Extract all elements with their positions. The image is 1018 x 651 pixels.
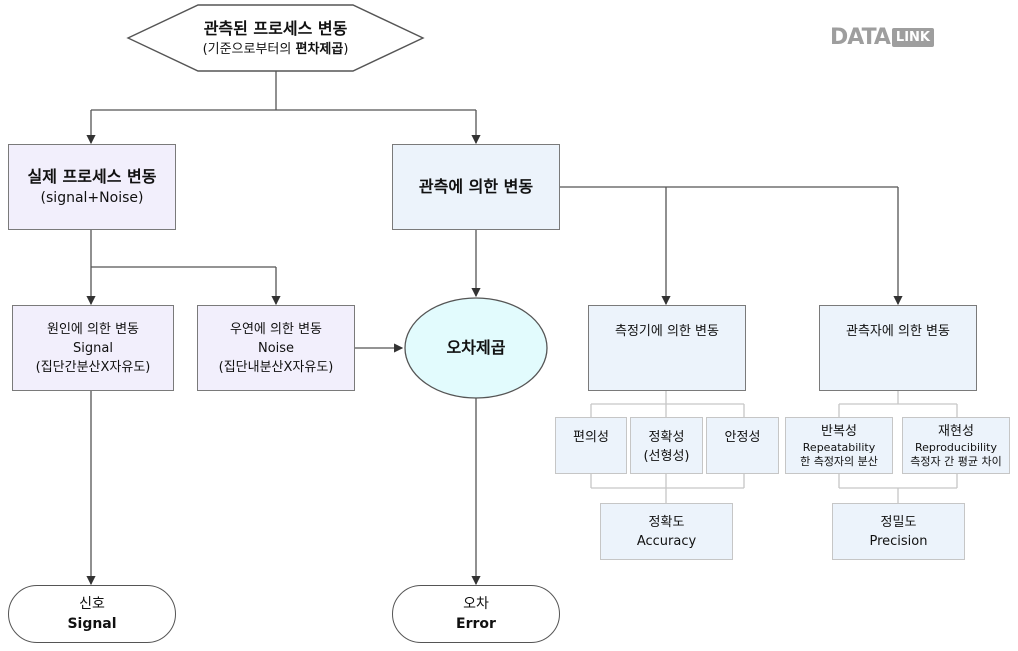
error-line2: Error xyxy=(456,616,496,632)
repeatability-line2: Repeatability xyxy=(802,441,876,454)
actual-subtitle: (signal+Noise) xyxy=(40,190,144,206)
chance-cause-node: 우연에 의한 변동 Noise (집단내분산X자유도) xyxy=(197,305,355,391)
chance-line2: Noise xyxy=(257,340,295,356)
linearity-line1: 정확성 xyxy=(648,430,685,445)
root-node: 관측된 프로세스 변동 (기준으로부터의 편차제곱) xyxy=(128,2,423,74)
stability-label: 안정성 xyxy=(724,430,761,445)
root-subtitle: (기준으로부터의 편차제곱) xyxy=(203,40,349,59)
accuracy-node: 정확도 Accuracy xyxy=(600,503,733,560)
reproducibility-line1: 재현성 xyxy=(938,424,974,439)
sse-label: 오차제곱 xyxy=(446,338,506,357)
observed-connectors xyxy=(471,186,903,586)
observed-title: 관측에 의한 변동 xyxy=(418,177,534,196)
actual-connectors xyxy=(86,229,404,586)
datalink-logo: DATA LINK xyxy=(830,25,934,50)
logo-badge: LINK xyxy=(891,28,934,47)
precision-line1: 정밀도 xyxy=(880,514,917,530)
root-subtitle-prefix: (기준으로부터의 xyxy=(202,41,296,57)
observation-variation-node: 관측에 의한 변동 xyxy=(392,144,560,230)
observer-title: 관측자에 의한 변동 xyxy=(846,324,950,339)
chance-line3: (집단내분산X자유도) xyxy=(218,359,334,375)
instrument-variation-node: 측정기에 의한 변동 xyxy=(588,305,746,391)
repeatability-line1: 반복성 xyxy=(821,424,857,439)
root-hexagon-shape xyxy=(126,4,425,72)
precision-line2: Precision xyxy=(869,533,928,549)
cause-line2: Signal xyxy=(73,340,113,356)
repeatability-node: 반복성 Repeatability 한 측정자의 분산 xyxy=(785,417,893,474)
sse-ellipse-shape xyxy=(404,297,548,399)
actual-title: 실제 프로세스 변동 xyxy=(27,167,157,186)
root-title: 관측된 프로세스 변동 xyxy=(203,18,348,38)
error-line1: 오차 xyxy=(463,596,489,612)
cause-line1: 원인에 의한 변동 xyxy=(47,321,139,337)
repeatability-line3: 한 측정자의 분산 xyxy=(800,455,878,468)
reproducibility-line2: Reproducibility xyxy=(915,441,997,454)
cause-line3: (집단간분산X자유도) xyxy=(35,359,151,375)
stability-node: 안정성 xyxy=(706,417,779,474)
reproducibility-node: 재현성 Reproducibility 측정자 간 평균 차이 xyxy=(902,417,1010,474)
linearity-node: 정확성 (선형성) xyxy=(630,417,703,474)
accuracy-line2: Accuracy xyxy=(636,533,697,549)
error-terminal-node: 오차 Error xyxy=(392,585,560,643)
logo-brand: DATA xyxy=(830,25,891,50)
instrument-subtree-connectors xyxy=(590,390,745,503)
accuracy-line1: 정확도 xyxy=(648,514,685,530)
chance-line1: 우연에 의한 변동 xyxy=(230,321,322,337)
signal-line1: 신호 xyxy=(79,596,105,612)
signal-line2: Signal xyxy=(67,616,117,632)
observer-subtree-connectors xyxy=(838,390,958,503)
bias-label: 편의성 xyxy=(573,430,609,445)
root-subtitle-suffix: ) xyxy=(343,41,349,57)
root-connectors xyxy=(86,71,481,145)
observer-variation-node: 관측자에 의한 변동 xyxy=(819,305,977,391)
root-subtitle-bold: 편차제곱 xyxy=(295,41,344,57)
bias-node: 편의성 xyxy=(555,417,627,474)
linearity-line2: (선형성) xyxy=(643,449,690,464)
precision-node: 정밀도 Precision xyxy=(832,503,965,560)
assignable-cause-node: 원인에 의한 변동 Signal (집단간분산X자유도) xyxy=(12,305,174,391)
sse-node: 오차제곱 xyxy=(404,298,548,398)
instrument-title: 측정기에 의한 변동 xyxy=(615,324,719,339)
reproducibility-line3: 측정자 간 평균 차이 xyxy=(910,455,1002,468)
signal-terminal-node: 신호 Signal xyxy=(8,585,176,643)
actual-process-variation-node: 실제 프로세스 변동 (signal+Noise) xyxy=(8,144,176,230)
